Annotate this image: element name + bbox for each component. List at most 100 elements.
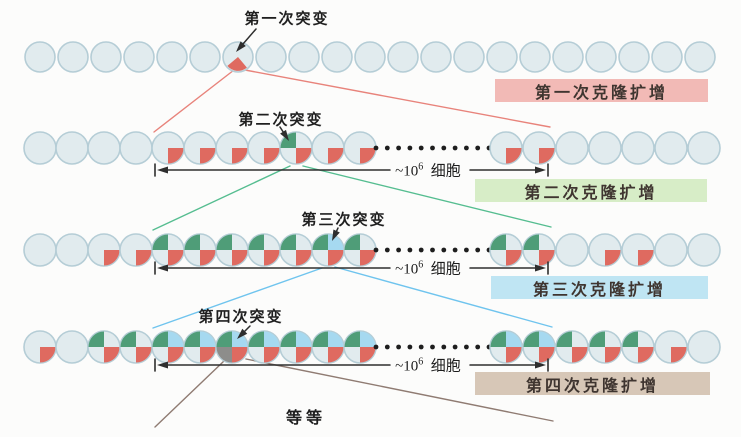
- cell-count-unit: 细胞: [423, 358, 461, 375]
- measure-arrow-right-head: [535, 166, 546, 174]
- ellipsis-dot: [373, 145, 379, 151]
- mutation-wedge: [328, 347, 344, 363]
- ellipsis-dot: [452, 247, 458, 253]
- mutation-wedge: [168, 331, 184, 347]
- mutation-wedge: [104, 250, 120, 266]
- mutation-wedge: [152, 234, 168, 250]
- mutation-wedge: [232, 347, 248, 363]
- mutation-wedge: [264, 148, 280, 164]
- mutation-wedge: [556, 331, 572, 347]
- measure-arrow-left-head: [157, 264, 168, 272]
- ellipsis-dot: [396, 344, 401, 350]
- mutation-wedge: [184, 234, 200, 250]
- mutation-wedge: [168, 250, 184, 266]
- mutation-wedge: [88, 331, 104, 347]
- mutation-wedge: [264, 250, 280, 266]
- cell: [23, 233, 57, 267]
- cell: [684, 41, 716, 73]
- mutation-wedge: [136, 347, 152, 363]
- mutation-wedge: [539, 347, 555, 363]
- cell-count-exponent: 6: [418, 356, 424, 368]
- cell-count-approx: ~10: [395, 163, 419, 180]
- mutation-wedge: [40, 347, 56, 363]
- mutation-label-4: 第四次突变: [198, 309, 284, 326]
- cell: [189, 41, 221, 73]
- mutation-wedge: [539, 148, 555, 164]
- mutation-wedge: [296, 250, 312, 266]
- ellipsis-dot: [452, 145, 458, 151]
- ellipsis-dot: [384, 247, 390, 253]
- mutation-wedge: [264, 347, 280, 363]
- cell: [156, 41, 188, 73]
- ellipsis-dot: [384, 344, 390, 350]
- cell-count-approx: ~10: [395, 358, 419, 375]
- mutation-wedge: [152, 331, 168, 347]
- mutation-wedge: [136, 250, 152, 266]
- mutation-label-2: 第二次突变: [238, 112, 324, 129]
- ellipsis-dot: [373, 247, 379, 253]
- mutation-wedge: [490, 234, 506, 250]
- cell-count-label: ~106 细胞: [395, 355, 461, 376]
- clone-expansion-label-1: 第一次克隆扩增: [495, 79, 708, 102]
- ellipsis-dot: [418, 145, 424, 151]
- cell-count-label: ~106 细胞: [395, 258, 461, 279]
- cell: [321, 41, 353, 73]
- mutation-wedge: [328, 148, 344, 164]
- mutation-wedge: [200, 347, 216, 363]
- mutation-wedge: [296, 331, 312, 347]
- mutation-wedge: [184, 331, 200, 347]
- mutation-arrow-3-head: [332, 229, 340, 241]
- measure-arrow-left-head: [157, 166, 168, 174]
- mutation-wedge: [490, 331, 506, 347]
- ellipsis-dot: [430, 247, 435, 253]
- cell: [654, 131, 688, 165]
- mutation-wedge: [506, 148, 522, 164]
- clone-span-green-line: [152, 165, 291, 231]
- cell: [555, 233, 589, 267]
- mutation-wedge: [589, 331, 605, 347]
- ellipsis-dot: [430, 344, 435, 350]
- cell: [585, 41, 617, 73]
- mutation-wedge: [216, 347, 232, 363]
- mutation-wedge: [523, 234, 539, 250]
- mutation-wedge: [200, 331, 216, 347]
- mutation-wedge: [168, 148, 184, 164]
- ellipsis-dot: [441, 247, 447, 253]
- mutation-label-3: 第三次突变: [301, 212, 387, 229]
- ellipsis-dot: [464, 247, 469, 253]
- measure-arrow-right-head: [535, 264, 546, 272]
- ellipsis-dot: [441, 344, 447, 350]
- mutation-wedge: [248, 234, 264, 250]
- mutation-arrow-2-head: [280, 129, 289, 141]
- cell: [23, 131, 57, 165]
- clone-expansion-label-3: 第三次克隆扩增: [491, 276, 708, 299]
- mutation-wedge: [539, 331, 555, 347]
- mutation-wedge: [622, 331, 638, 347]
- ellipsis-dot: [396, 247, 401, 253]
- cell: [55, 233, 89, 267]
- cell: [420, 41, 452, 73]
- mutation-wedge: [360, 331, 376, 347]
- cell: [55, 330, 89, 364]
- mutation-wedge: [328, 250, 344, 266]
- mutation-wedge: [328, 234, 344, 250]
- cell: [687, 131, 721, 165]
- mutation-arrow-1: [241, 28, 257, 46]
- cell: [519, 41, 551, 73]
- cell: [24, 41, 56, 73]
- cell: [651, 41, 683, 73]
- cell: [654, 233, 688, 267]
- mutation-wedge: [506, 347, 522, 363]
- mutation-wedge: [344, 234, 360, 250]
- mutation-wedge: [168, 347, 184, 363]
- clone-span-blue-line: [334, 266, 553, 328]
- clone-span-green-line: [302, 165, 552, 228]
- ellipsis-dot: [464, 145, 469, 151]
- mutation-wedge: [200, 148, 216, 164]
- measure-arrow-right-head: [535, 361, 546, 369]
- mutation-wedge: [605, 347, 621, 363]
- mutation-wedge: [232, 331, 248, 347]
- cell-count-unit: 细胞: [423, 261, 461, 278]
- cell: [588, 131, 622, 165]
